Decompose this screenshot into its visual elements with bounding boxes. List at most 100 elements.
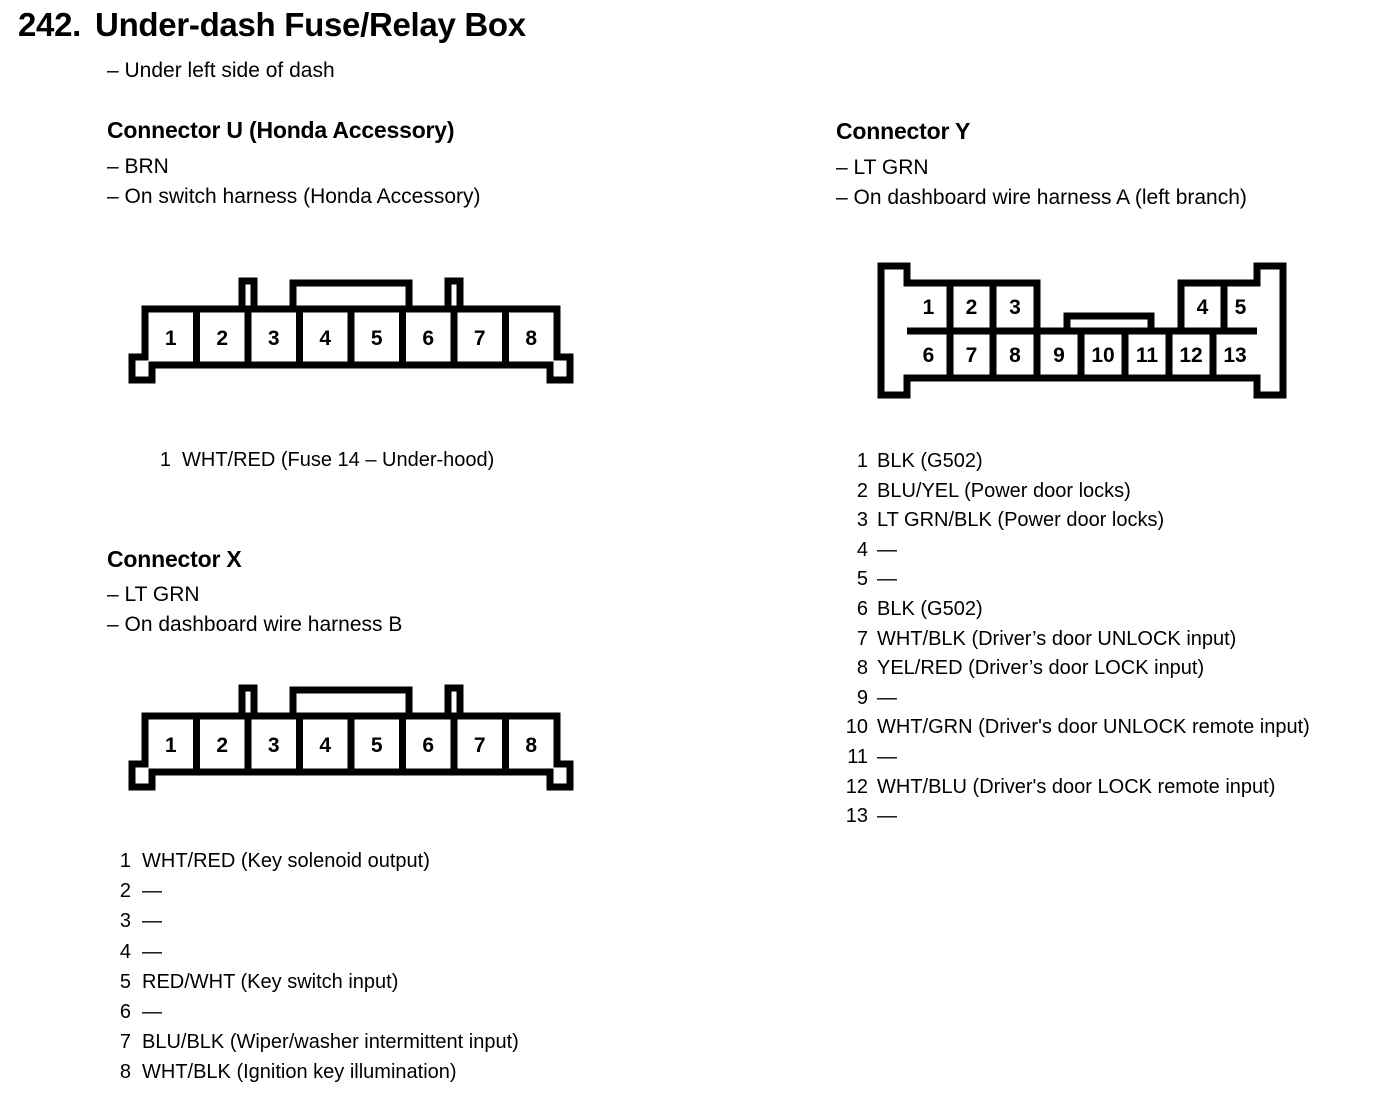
pin-description: YEL/RED (Driver’s door LOCK input) xyxy=(877,657,1205,680)
svg-text:6: 6 xyxy=(422,327,434,350)
connector-u-pin-list: 1 WHT/RED (Fuse 14 – Under-hood) xyxy=(155,449,494,478)
pin-number: 3 xyxy=(856,509,868,532)
svg-text:2: 2 xyxy=(966,296,978,319)
svg-text:5: 5 xyxy=(1235,296,1247,319)
pin-description: WHT/BLK (Ignition key illumination) xyxy=(142,1061,457,1084)
pin-number: 4 xyxy=(856,538,868,561)
pin-number: 5 xyxy=(856,568,868,591)
pin-number: 1 xyxy=(856,450,868,472)
svg-text:6: 6 xyxy=(422,734,434,757)
pin-description: — xyxy=(877,568,897,591)
svg-text:4: 4 xyxy=(319,327,331,350)
pin-row: 12 WHT/BLU (Driver's door LOCK remote in… xyxy=(845,776,1310,806)
pin-number: 3 xyxy=(119,910,131,933)
pin-row: 4 — xyxy=(118,941,519,971)
svg-text:5: 5 xyxy=(371,327,383,350)
pin-description: BLK (G502) xyxy=(877,450,983,472)
pin-description: BLU/BLK (Wiper/washer intermittent input… xyxy=(142,1031,519,1054)
svg-text:4: 4 xyxy=(1197,296,1209,319)
pin-description: WHT/BLK (Driver’s door UNLOCK input) xyxy=(877,627,1237,650)
connector-u-harness-note: – On switch harness (Honda Accessory) xyxy=(107,185,481,208)
pin-row: 2 — xyxy=(118,880,519,910)
pin-description: — xyxy=(142,880,162,903)
pin-row: 6 BLK (G502) xyxy=(845,598,1310,628)
pin-number: 5 xyxy=(119,970,131,993)
pin-number: 7 xyxy=(119,1031,131,1054)
pin-number: 6 xyxy=(119,1000,131,1023)
page-subtitle: – Under left side of dash xyxy=(107,59,335,82)
pin-description: BLK (G502) xyxy=(877,597,983,620)
svg-text:4: 4 xyxy=(319,734,331,757)
pin-number: 4 xyxy=(119,940,131,963)
pin-number: 1 xyxy=(159,449,171,471)
pin-row: 6 — xyxy=(118,1001,519,1031)
svg-text:10: 10 xyxy=(1091,344,1114,367)
pin-row: 13 — xyxy=(845,805,1310,835)
svg-text:1: 1 xyxy=(165,327,177,350)
pin-description: — xyxy=(142,940,162,963)
svg-text:7: 7 xyxy=(474,327,486,350)
pin-description: — xyxy=(877,805,897,828)
pin-description: WHT/RED (Key solenoid output) xyxy=(142,850,430,872)
page-title: 242. Under-dash Fuse/Relay Box xyxy=(18,6,526,44)
page-number: 242. xyxy=(18,6,82,43)
pin-description: — xyxy=(877,745,897,768)
connector-u-diagram: 1 2 3 4 5 6 7 8 xyxy=(128,277,574,384)
pin-number: 13 xyxy=(845,805,868,828)
svg-text:1: 1 xyxy=(165,734,177,757)
pin-row: 7 BLU/BLK (Wiper/washer intermittent inp… xyxy=(118,1031,519,1061)
svg-text:3: 3 xyxy=(1009,296,1021,319)
pin-description: — xyxy=(142,1000,162,1023)
pin-number: 8 xyxy=(856,657,868,680)
pin-row: 1 BLK (G502) xyxy=(845,450,1310,480)
connector-x-harness-note: – On dashboard wire harness B xyxy=(107,613,403,636)
pin-row: 1 WHT/RED (Fuse 14 – Under-hood) xyxy=(155,449,494,478)
svg-text:7: 7 xyxy=(966,344,978,367)
pin-row: 4 — xyxy=(845,539,1310,569)
page-title-text: Under-dash Fuse/Relay Box xyxy=(95,6,526,43)
connector-x-title: Connector X xyxy=(107,546,242,572)
connector-y-title: Connector Y xyxy=(836,118,971,144)
pin-row: 9 — xyxy=(845,687,1310,717)
connector-u-color-note: – BRN xyxy=(107,155,169,178)
pin-description: LT GRN/BLK (Power door locks) xyxy=(877,509,1165,532)
pin-row: 1 WHT/RED (Key solenoid output) xyxy=(118,850,519,880)
pin-number: 9 xyxy=(856,686,868,709)
pin-row: 5 — xyxy=(845,568,1310,598)
pin-number: 10 xyxy=(845,716,868,739)
pin-description: — xyxy=(877,686,897,709)
pin-number: 1 xyxy=(119,850,131,872)
connector-x-pin-list: 1 WHT/RED (Key solenoid output) 2 — 3 — … xyxy=(118,850,519,1092)
connector-x-diagram: 1 2 3 4 5 6 7 8 xyxy=(128,684,574,791)
svg-text:6: 6 xyxy=(923,344,935,367)
pin-description: — xyxy=(877,538,897,561)
svg-text:13: 13 xyxy=(1223,344,1246,367)
pin-number: 2 xyxy=(119,880,131,903)
pin-row: 2 BLU/YEL (Power door locks) xyxy=(845,480,1310,510)
svg-text:8: 8 xyxy=(1009,344,1021,367)
svg-text:12: 12 xyxy=(1179,344,1202,367)
connector-y-diagram: 1 2 3 4 5 6 7 8 9 10 11 12 13 xyxy=(877,262,1287,399)
pin-row: 10 WHT/GRN (Driver's door UNLOCK remote … xyxy=(845,716,1310,746)
svg-text:7: 7 xyxy=(474,734,486,757)
svg-text:11: 11 xyxy=(1136,344,1159,367)
svg-text:3: 3 xyxy=(268,734,280,757)
svg-text:8: 8 xyxy=(525,327,537,350)
pin-description: WHT/GRN (Driver's door UNLOCK remote inp… xyxy=(877,716,1310,739)
pin-number: 6 xyxy=(856,597,868,620)
pin-number: 2 xyxy=(856,479,868,502)
pin-number: 7 xyxy=(856,627,868,650)
svg-text:2: 2 xyxy=(216,734,228,757)
pin-row: 3 LT GRN/BLK (Power door locks) xyxy=(845,509,1310,539)
pin-number: 12 xyxy=(845,775,868,798)
pin-row: 8 WHT/BLK (Ignition key illumination) xyxy=(118,1061,519,1091)
pin-description: BLU/YEL (Power door locks) xyxy=(877,479,1131,502)
connector-u-title: Connector U (Honda Accessory) xyxy=(107,117,455,143)
pin-row: 8 YEL/RED (Driver’s door LOCK input) xyxy=(845,657,1310,687)
svg-text:3: 3 xyxy=(268,327,280,350)
svg-text:9: 9 xyxy=(1053,344,1065,367)
pin-description: — xyxy=(142,910,162,933)
svg-text:8: 8 xyxy=(525,734,537,757)
connector-y-color-note: – LT GRN xyxy=(836,156,929,179)
svg-text:5: 5 xyxy=(371,734,383,757)
